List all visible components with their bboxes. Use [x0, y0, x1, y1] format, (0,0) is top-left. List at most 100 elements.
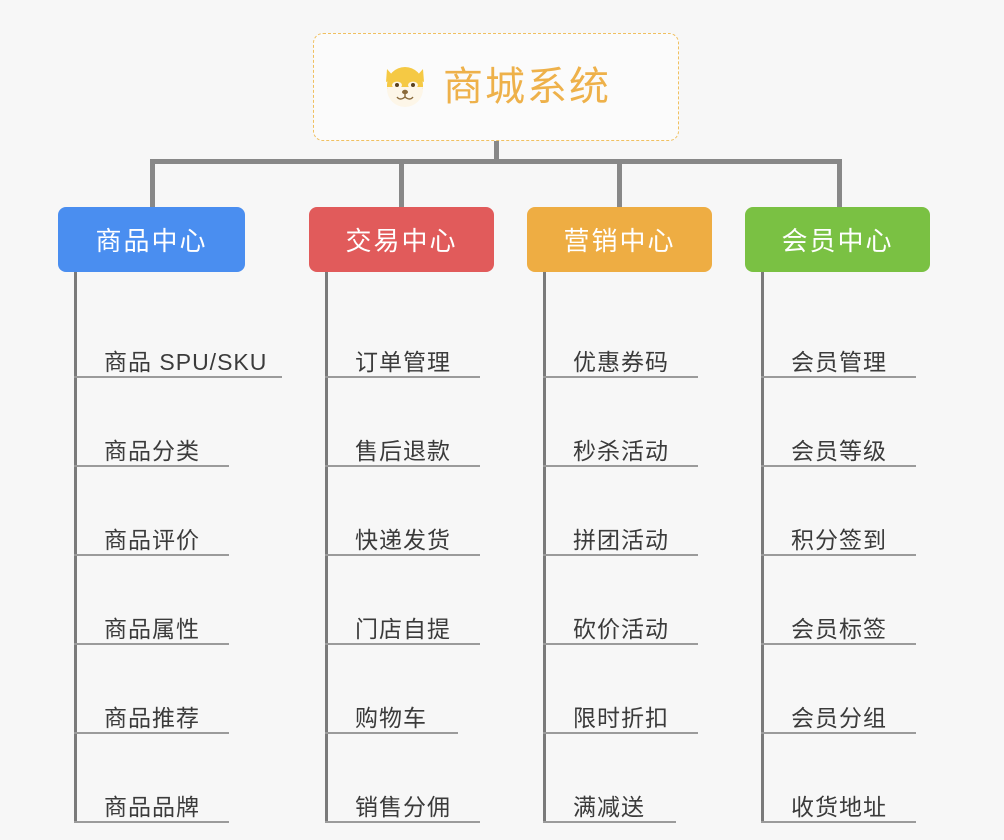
branch-item[interactable]: 销售分佣	[325, 734, 494, 823]
branch-item-rule	[761, 376, 916, 378]
branch-item-rule	[325, 643, 480, 645]
branch-item[interactable]: 砍价活动	[543, 556, 712, 645]
branch-item-label: 销售分佣	[355, 793, 451, 820]
branch-item[interactable]: 订单管理	[325, 289, 494, 378]
connector-stem	[494, 141, 499, 163]
branch-column: 交易中心订单管理售后退款快递发货门店自提购物车销售分佣	[309, 207, 494, 823]
branch-item-rule	[543, 821, 676, 823]
branch-item-label: 会员分组	[791, 704, 887, 731]
branch-item[interactable]: 优惠券码	[543, 289, 712, 378]
branch-item-label: 会员管理	[791, 348, 887, 375]
branch-item-rule	[543, 643, 698, 645]
branch-item-label: 购物车	[355, 704, 427, 731]
branch-item-rule	[325, 732, 458, 734]
branch-item-rule	[761, 465, 916, 467]
root-title: 商城系统	[443, 65, 611, 109]
branch-item-rule	[325, 821, 480, 823]
branch-item-rule	[543, 554, 698, 556]
branch-item-rule	[543, 465, 698, 467]
branch-item[interactable]: 限时折扣	[543, 645, 712, 734]
branch-item-label: 砍价活动	[573, 615, 669, 642]
branch-item[interactable]: 收货地址	[761, 734, 930, 823]
branch-item-label: 商品评价	[104, 526, 200, 553]
branch-item[interactable]: 会员管理	[761, 289, 930, 378]
branch-header[interactable]: 营销中心	[527, 207, 712, 272]
branch-item-label: 拼团活动	[573, 526, 669, 553]
branch-item-label: 优惠券码	[573, 348, 669, 375]
branch-spine	[325, 272, 328, 823]
branch-column: 会员中心会员管理会员等级积分签到会员标签会员分组收货地址	[745, 207, 930, 823]
branch-spine	[74, 272, 77, 823]
branch-header[interactable]: 交易中心	[309, 207, 494, 272]
branch-item-rule	[543, 732, 698, 734]
branch-item-rule	[543, 376, 698, 378]
branch-item-rule	[761, 643, 916, 645]
branch-item[interactable]: 售后退款	[325, 378, 494, 467]
connector-drop-1	[150, 159, 155, 207]
branch-item[interactable]: 会员标签	[761, 556, 930, 645]
branch-item[interactable]: 满减送	[543, 734, 712, 823]
branch-item-rule	[761, 554, 916, 556]
branch-item-label: 商品 SPU/SKU	[104, 348, 268, 375]
branch-item[interactable]: 积分签到	[761, 467, 930, 556]
branch-item-label: 商品属性	[104, 615, 200, 642]
dog-face-icon	[381, 65, 429, 109]
branch-item-label: 限时折扣	[573, 704, 669, 731]
connector-drop-4	[837, 159, 842, 207]
connector-drop-3	[617, 159, 622, 207]
branch-item[interactable]: 会员分组	[761, 645, 930, 734]
branch-column: 营销中心优惠券码秒杀活动拼团活动砍价活动限时折扣满减送	[527, 207, 712, 823]
branch-item-rule	[74, 465, 229, 467]
branch-item[interactable]: 快递发货	[325, 467, 494, 556]
branch-item[interactable]: 秒杀活动	[543, 378, 712, 467]
branch-item[interactable]: 商品分类	[74, 378, 245, 467]
branch-column: 商品中心商品 SPU/SKU 商品分类商品评价商品属性商品推荐商品品牌	[58, 207, 282, 823]
branch-item-label: 秒杀活动	[573, 437, 669, 464]
branch-items: 订单管理售后退款快递发货门店自提购物车销售分佣	[325, 272, 494, 823]
branch-item[interactable]: 会员等级	[761, 378, 930, 467]
branch-items: 商品 SPU/SKU 商品分类商品评价商品属性商品推荐商品品牌	[74, 272, 282, 823]
branch-item[interactable]: 商品属性	[74, 556, 245, 645]
branch-item[interactable]: 商品评价	[74, 467, 245, 556]
branch-item[interactable]: 商品 SPU/SKU	[74, 289, 282, 378]
branch-item-label: 会员标签	[791, 615, 887, 642]
branch-item-rule	[74, 554, 229, 556]
branch-item-rule	[74, 821, 229, 823]
branch-item[interactable]: 商品推荐	[74, 645, 245, 734]
branch-item-rule	[761, 821, 916, 823]
branch-item[interactable]: 门店自提	[325, 556, 494, 645]
branch-item[interactable]: 拼团活动	[543, 467, 712, 556]
connector-drop-2	[399, 159, 404, 207]
branch-item-label: 售后退款	[355, 437, 451, 464]
branch-item-rule	[74, 376, 282, 378]
branch-item-rule	[325, 376, 480, 378]
branch-item-label: 收货地址	[791, 793, 887, 820]
root-node[interactable]: 商城系统	[313, 33, 679, 141]
branch-item-label: 订单管理	[355, 348, 451, 375]
branch-spine	[761, 272, 764, 823]
branch-item-label: 商品推荐	[104, 704, 200, 731]
branch-item[interactable]: 购物车	[325, 645, 494, 734]
branch-item-label: 商品品牌	[104, 793, 200, 820]
branch-item-label: 满减送	[573, 793, 645, 820]
branch-header[interactable]: 商品中心	[58, 207, 245, 272]
branch-spine	[543, 272, 546, 823]
branch-header-label: 商品中心	[95, 226, 208, 256]
branch-header-label: 交易中心	[345, 226, 458, 256]
branch-item-rule	[325, 465, 480, 467]
branch-item-label: 会员等级	[791, 437, 887, 464]
branch-item-label: 快递发货	[355, 526, 451, 553]
connector-bar	[150, 159, 842, 164]
branch-item-label: 商品分类	[104, 437, 200, 464]
branch-item-label: 积分签到	[791, 526, 887, 553]
branch-header[interactable]: 会员中心	[745, 207, 930, 272]
branch-items: 优惠券码秒杀活动拼团活动砍价活动限时折扣满减送	[543, 272, 712, 823]
branch-item-rule	[74, 643, 229, 645]
branch-item-rule	[74, 732, 229, 734]
branch-items: 会员管理会员等级积分签到会员标签会员分组收货地址	[761, 272, 930, 823]
branch-header-label: 营销中心	[563, 226, 676, 256]
branch-item[interactable]: 商品品牌	[74, 734, 245, 823]
branch-item-rule	[325, 554, 480, 556]
branch-item-label: 门店自提	[355, 615, 451, 642]
